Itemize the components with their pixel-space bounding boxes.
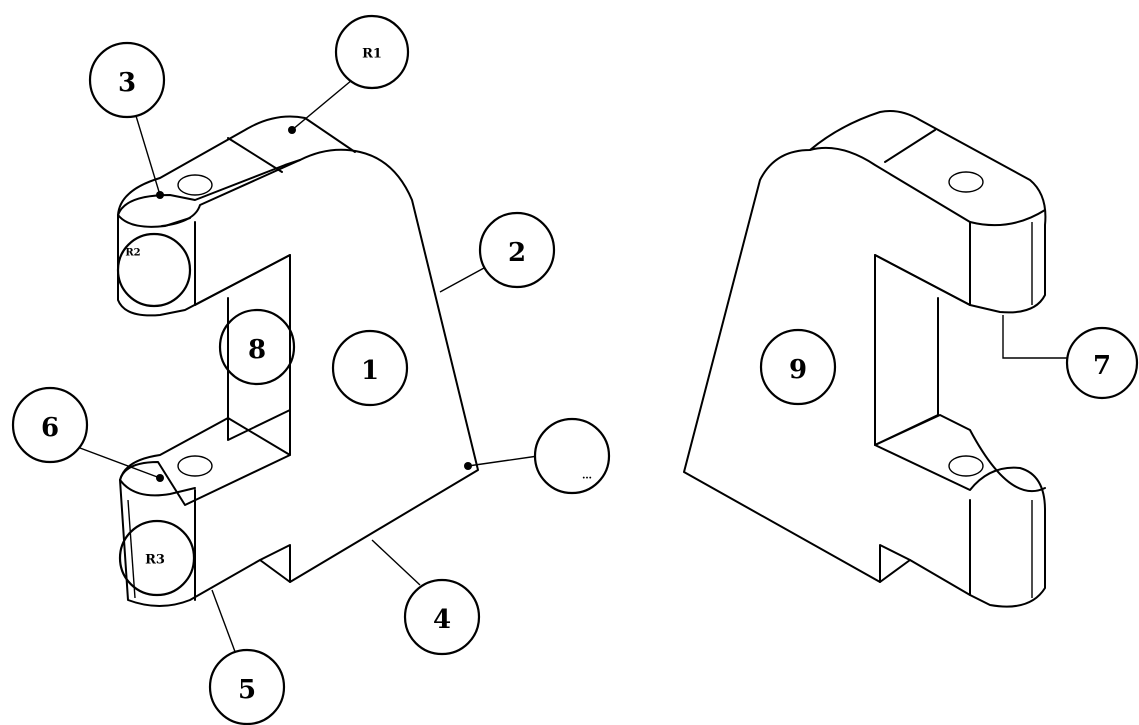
balloon-7-label: 7 (1093, 351, 1111, 381)
right-part-body (683, 110, 1047, 608)
balloon-8: 8 (218, 308, 296, 386)
left-top-hole (177, 174, 213, 196)
balloon-r1-label: R1 (362, 47, 382, 62)
balloon-4-label: 4 (433, 605, 451, 635)
right-bottom-arm-front (874, 414, 1046, 493)
right-top-arm-front (809, 146, 1046, 227)
balloon-r2: R2 (116, 232, 192, 308)
balloon-4: 4 (403, 578, 481, 656)
right-part-view (683, 110, 1047, 608)
leader-3 (132, 105, 161, 196)
balloon-8-label: 8 (248, 335, 266, 365)
left-top-arm-top-edge (117, 115, 356, 216)
balloon-r3-label: R3 (145, 553, 165, 568)
leader-3-dot (156, 191, 164, 199)
balloon-2-label: 2 (508, 238, 526, 268)
leader-lines (71, 79, 1070, 658)
leader-7 (1002, 315, 1070, 359)
balloon-9-label: 9 (789, 355, 807, 385)
balloon-1: 1 (331, 329, 409, 407)
balloon-7: 7 (1065, 326, 1139, 400)
balloon-6-label: 6 (41, 413, 59, 443)
balloon-6: 6 (11, 386, 89, 464)
leader-4 (371, 539, 421, 586)
left-bottom-hole (177, 455, 213, 477)
leader-partial (467, 455, 539, 467)
balloon-partial-label: … (582, 471, 592, 482)
leader-6 (71, 444, 161, 479)
left-bottom-arm-top-edge (119, 417, 291, 481)
left-bottom-step (259, 544, 291, 583)
leader-5 (211, 589, 238, 658)
balloon-3-label: 3 (118, 68, 136, 98)
balloon-2: 2 (478, 211, 556, 289)
leader-partial-dot (464, 462, 472, 470)
balloon-r3: R3 (118, 519, 196, 597)
leader-6-dot (156, 474, 164, 482)
leader-r1 (291, 79, 353, 131)
balloon-r2-label: R2 (125, 248, 140, 259)
leader-2 (439, 267, 485, 293)
callout-balloons: 3 R1 R2 2 8 1 6 … (11, 14, 1139, 725)
left-bottom-arm-inner-line (127, 499, 136, 599)
balloon-r1: R1 (334, 14, 410, 90)
left-part-body (117, 148, 479, 607)
right-bottom-step (879, 544, 911, 583)
right-top-arm-seam (884, 129, 936, 163)
balloon-5: 5 (208, 648, 286, 725)
right-bottom-hole (948, 455, 984, 477)
balloon-5-label: 5 (238, 675, 256, 705)
balloon-partial: … (533, 417, 611, 495)
left-part-view (117, 115, 479, 607)
left-bottom-arm-front-edge (119, 479, 196, 497)
right-top-hole (948, 171, 984, 193)
left-top-arm-front-edge (117, 214, 191, 228)
leader-r1-dot (288, 126, 296, 134)
balloon-9: 9 (759, 328, 837, 406)
balloon-1-label: 1 (361, 356, 379, 386)
balloon-3: 3 (88, 41, 166, 119)
left-top-arm-seam (227, 137, 283, 173)
